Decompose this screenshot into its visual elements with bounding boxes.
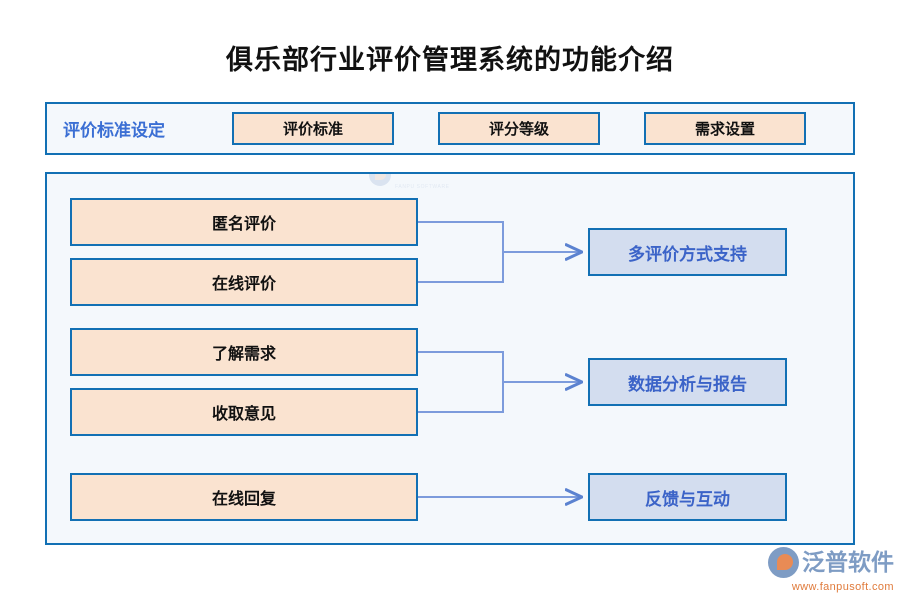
brand-url: www.fanpusoft.com bbox=[791, 581, 894, 593]
source-box-collect-opinions[interactable]: 收取意见 bbox=[70, 388, 418, 436]
source-box-online-review[interactable]: 在线评价 bbox=[70, 258, 418, 306]
brand-name: 泛普软件 bbox=[802, 549, 894, 575]
standards-chip-requirements[interactable]: 需求设置 bbox=[644, 112, 806, 145]
source-box-anonymous-review[interactable]: 匿名评价 bbox=[70, 198, 418, 246]
target-box-data-analysis-report[interactable]: 数据分析与报告 bbox=[588, 358, 787, 406]
diagram-panel: 泛普软件 FANPU SOFTWARE 匿名评价 在线评价 多评价方式支持 了解… bbox=[45, 172, 855, 545]
target-box-feedback-interaction[interactable]: 反馈与互动 bbox=[588, 473, 787, 521]
page-title: 俱乐部行业评价管理系统的功能介绍 bbox=[226, 45, 674, 75]
standards-chip-criteria[interactable]: 评价标准 bbox=[232, 112, 394, 145]
fanpu-brand-icon bbox=[768, 547, 799, 578]
panel-watermark-name: 泛普软件 bbox=[395, 172, 455, 174]
source-box-online-reply[interactable]: 在线回复 bbox=[70, 473, 418, 521]
panel-watermark-name-en: FANPU SOFTWARE bbox=[395, 184, 450, 190]
source-box-understand-needs[interactable]: 了解需求 bbox=[70, 328, 418, 376]
fanpu-logo-icon bbox=[369, 174, 391, 186]
standards-bar-label: 评价标准设定 bbox=[63, 121, 165, 140]
standards-chip-grades[interactable]: 评分等级 bbox=[438, 112, 600, 145]
brand-logo: 泛普软件 www.fanpusoft.com bbox=[768, 547, 894, 595]
standards-bar: 评价标准设定 评价标准 评分等级 需求设置 bbox=[45, 102, 855, 155]
panel-watermark: 泛普软件 FANPU SOFTWARE bbox=[369, 172, 519, 192]
target-box-multi-review-support[interactable]: 多评价方式支持 bbox=[588, 228, 787, 276]
